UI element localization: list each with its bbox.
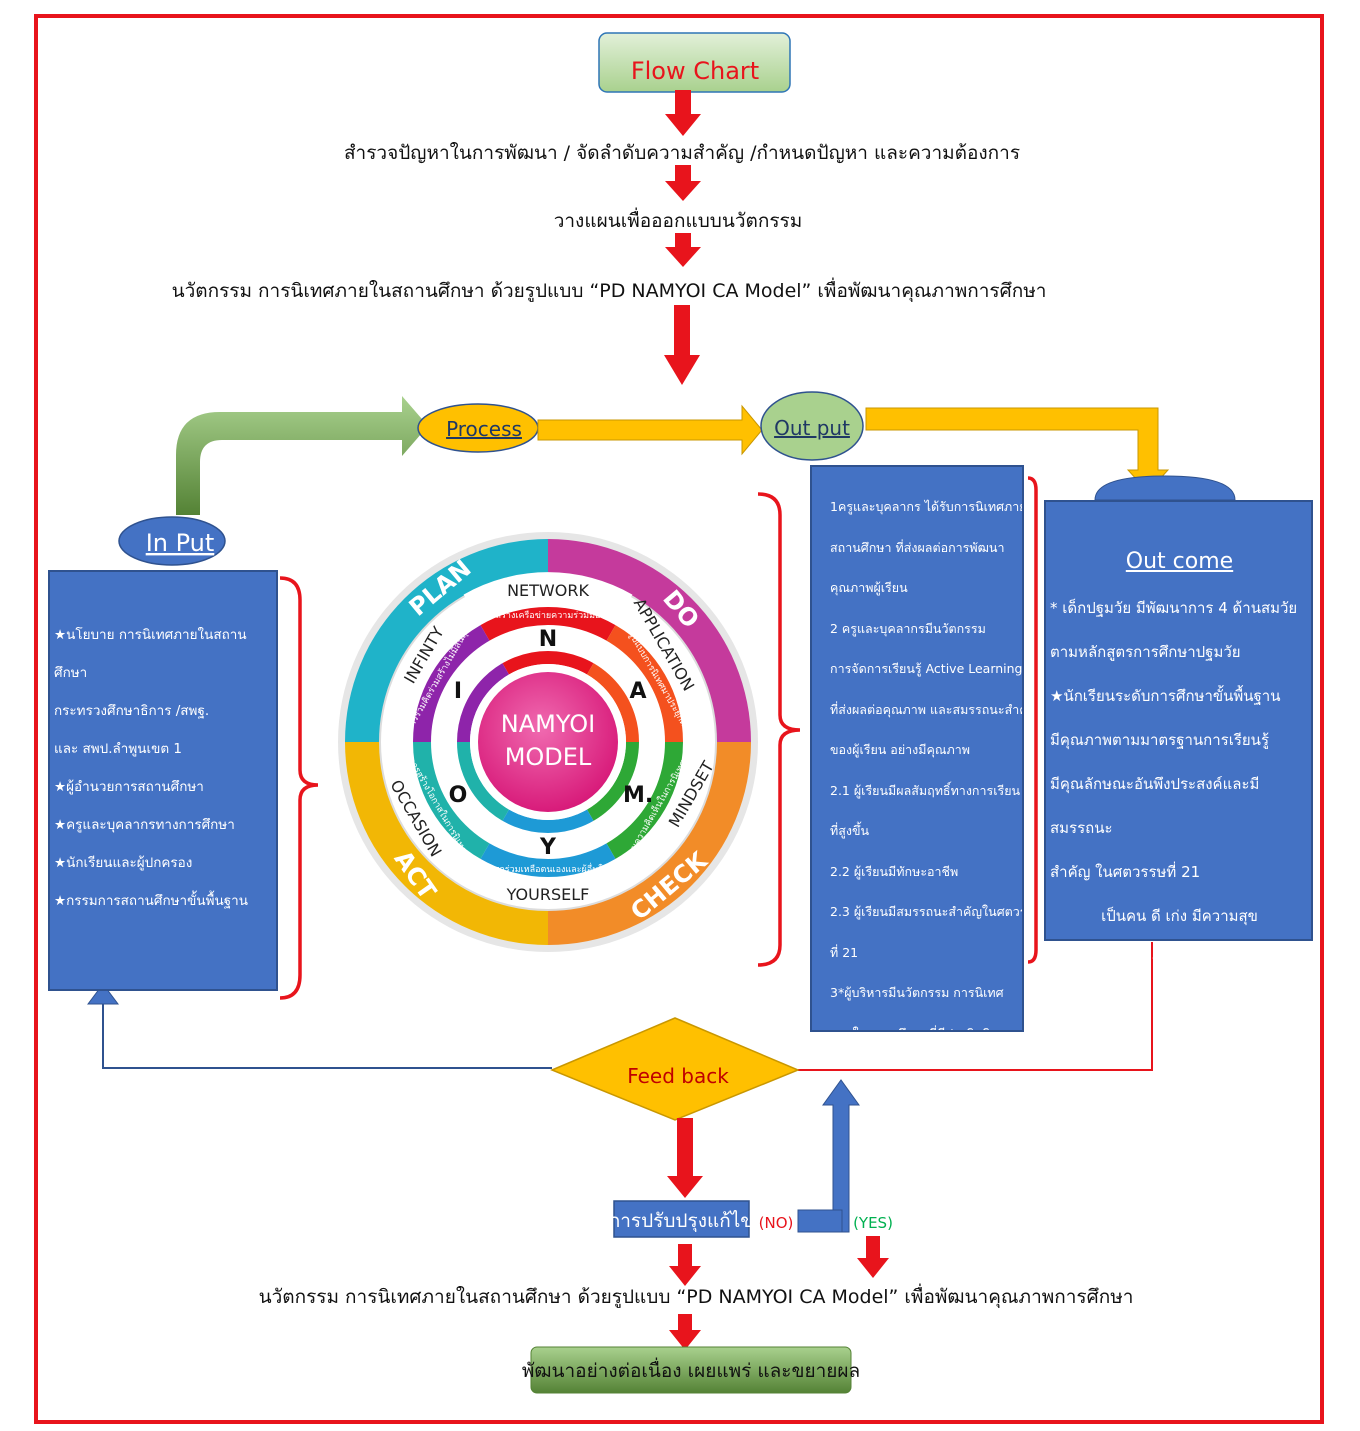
- arrow-yes-down: [857, 1236, 889, 1278]
- list-item: การจัดการเรียนรู้ Active Learning: [830, 661, 1023, 676]
- feedback-diamond: [550, 1017, 800, 1121]
- list-item: * เด็กปฐมวัย มีพัฒนาการ 4 ด้านสมวัย: [1050, 599, 1298, 617]
- input-ellipse: [118, 516, 226, 566]
- input-label: In Put: [146, 529, 215, 557]
- outcome-dome: [1094, 475, 1236, 501]
- outcome-list: * เด็กปฐมวัย มีพัฒนาการ 4 ด้านสมวัยตามหล…: [1050, 586, 1309, 982]
- output-box: 1ครูและบุคลากร ได้รับการนิเทศภายในสถานศึ…: [810, 465, 1024, 1032]
- wheel-letter: I: [454, 679, 462, 704]
- list-item: ที่ส่งผลต่อคุณภาพ และสมรรถนะสำคัญ: [830, 701, 1024, 717]
- list-item: ★นักเรียนและผู้ปกครอง: [54, 855, 193, 871]
- list-item: และ สพป.ลำพูนเขต 1: [54, 741, 182, 757]
- arrow-down-1: [665, 90, 701, 136]
- list-item: มีงานทำ มีอาชีพ: [1126, 951, 1233, 969]
- list-item: กระทรวงศึกษาธิการ /สพฐ.: [54, 703, 210, 719]
- no-label: (NO): [759, 1214, 794, 1232]
- step-survey: สำรวจปัญหาในการพัฒนา / จัดลำดับความสำคัญ…: [344, 142, 1020, 164]
- arrow-down-3: [665, 233, 701, 267]
- wheel-center-line2: MODEL: [505, 743, 592, 771]
- wheel-letter: N: [539, 627, 557, 652]
- outer-frame: [34, 14, 1324, 1424]
- feedback-label: Feed back: [627, 1064, 729, 1088]
- list-item: มีคุณลักษณะอันพึงประสงค์และมีสมรรถนะ: [1050, 775, 1260, 837]
- list-item: มีคุณภาพตามมาตรฐานการเรียนรู้: [1050, 731, 1269, 749]
- feedback-line-left: [102, 990, 552, 1069]
- list-item: 2 ครูและบุคลากรมีนวัตกรรม: [830, 620, 986, 636]
- wheel-letter: Y: [539, 835, 557, 860]
- final-innovation-text: นวัตกรรม การนิเทศภายในสถานศึกษา ด้วยรูปแ…: [259, 1283, 1134, 1309]
- list-item: 1ครูและบุคลากร ได้รับการนิเทศภายใน: [830, 499, 1024, 514]
- list-item: ★กรรมการสถานศึกษาขั้นพื้นฐาน: [54, 893, 248, 909]
- improve-label: การปรับปรุงแก้ไข: [609, 1210, 754, 1233]
- outcome-box: Out come * เด็กปฐมวัย มีพัฒนาการ 4 ด้านส…: [1044, 500, 1313, 969]
- top-arrows: [664, 90, 701, 385]
- list-item: ★ครูและบุคลากรทางการศึกษา: [54, 817, 235, 833]
- improve-box: [613, 1200, 750, 1238]
- list-item: ของผู้เรียน อย่างมีคุณภาพ: [830, 742, 970, 757]
- wheel-letter: M.: [623, 783, 653, 808]
- final-box: [530, 1346, 852, 1394]
- output-bracket-right: [1027, 476, 1038, 964]
- bottom-arrows: [667, 1118, 889, 1350]
- arrow-improve-down: [669, 1244, 701, 1286]
- wheel-center-line1: NAMYOI: [501, 710, 595, 738]
- wheel-thai-label: ความสามารถร่วมเหลือตนเองและผู้อื่นในการน…: [451, 862, 646, 875]
- flowchart-title: Flow Chart: [631, 57, 759, 85]
- list-item: ★นโยบาย การนิเทศภายในสถานศึกษา: [54, 627, 247, 681]
- red-brackets: [279, 476, 1038, 1000]
- list-item: สถานศึกษา ที่ส่งผลต่อการพัฒนา: [830, 539, 1005, 555]
- list-item: ★ผู้อำนวยการสถานศึกษา: [54, 779, 204, 795]
- input-to-process-arrow: [176, 396, 428, 515]
- process-to-output-arrow: [537, 404, 763, 456]
- arrow-down-2: [665, 165, 701, 201]
- list-item: เป็นคน ดี เก่ง มีความสุข: [1101, 907, 1258, 925]
- list-item: สำคัญ ในศตวรรษที่ 21: [1050, 863, 1201, 881]
- feedback-arrowhead-input: [87, 983, 119, 1005]
- output-bracket-left: [757, 492, 801, 967]
- step-plan: วางแผนเพื่อออกแบบนวัตกรรม: [554, 207, 803, 232]
- input-box: ★นโยบาย การนิเทศภายในสถานศึกษากระทรวงศึก…: [48, 570, 278, 991]
- list-item: 2.1 ผู้เรียนมีผลสัมฤทธิ์ทางการเรียน: [830, 782, 1021, 798]
- input-list: ★นโยบาย การนิเทศภายในสถานศึกษากระทรวงศึก…: [54, 616, 272, 920]
- wheel-ring-word: YOURSELF: [506, 885, 590, 904]
- output-label: Out put: [774, 416, 850, 440]
- list-item: 2.3 ผู้เรียนมีสมรรถนะสำคัญในศตวรรษ: [830, 904, 1024, 919]
- list-item: ตามหลักสูตรการศึกษาปฐมวัย: [1050, 643, 1241, 661]
- list-item: 2.2 ผู้เรียนมีทักษะอาชีพ: [830, 863, 959, 879]
- step-innovation: นวัตกรรม การนิเทศภายในสถานศึกษา ด้วยรูปแ…: [172, 277, 1047, 303]
- feedback-line-right: [798, 942, 1153, 1071]
- process-label: Process: [446, 417, 522, 441]
- flowchart-title-box: [598, 32, 791, 93]
- list-item: ที่สูงขึ้น: [830, 823, 870, 838]
- arrow-down-4: [664, 305, 700, 385]
- output-ellipse: [760, 391, 864, 461]
- list-item: ★นักเรียนระดับการศึกษาขั้นพื้นฐาน: [1050, 687, 1281, 705]
- wheel-ring-word: NETWORK: [507, 581, 589, 600]
- list-item: คุณภาพผู้เรียน: [830, 580, 908, 595]
- arrow-final-down: [669, 1314, 701, 1350]
- wheel-letter: A: [630, 679, 647, 704]
- yes-label: (YES): [853, 1214, 893, 1232]
- list-item: 3*ผู้บริหารมีนวัตกรรม การนิเทศ: [830, 985, 1004, 1000]
- list-item: ที่ 21: [830, 944, 859, 960]
- output-list: 1ครูและบุคลากร ได้รับการนิเทศภายในสถานศึ…: [830, 487, 1024, 1031]
- final-label: พัฒนาอย่างต่อเนื่อง เผยแพร่ และขยายผล: [522, 1357, 860, 1382]
- input-bracket: [279, 576, 319, 1000]
- wheel-thai-label: สร้างเครือข่ายความร่วมมือ: [496, 610, 601, 621]
- yes-loop-arrow: [798, 1079, 860, 1233]
- center-circle: [478, 672, 618, 812]
- wheel-letter: O: [449, 783, 468, 808]
- arrow-feedback-down: [667, 1118, 703, 1198]
- outcome-title: Out come: [1125, 549, 1234, 574]
